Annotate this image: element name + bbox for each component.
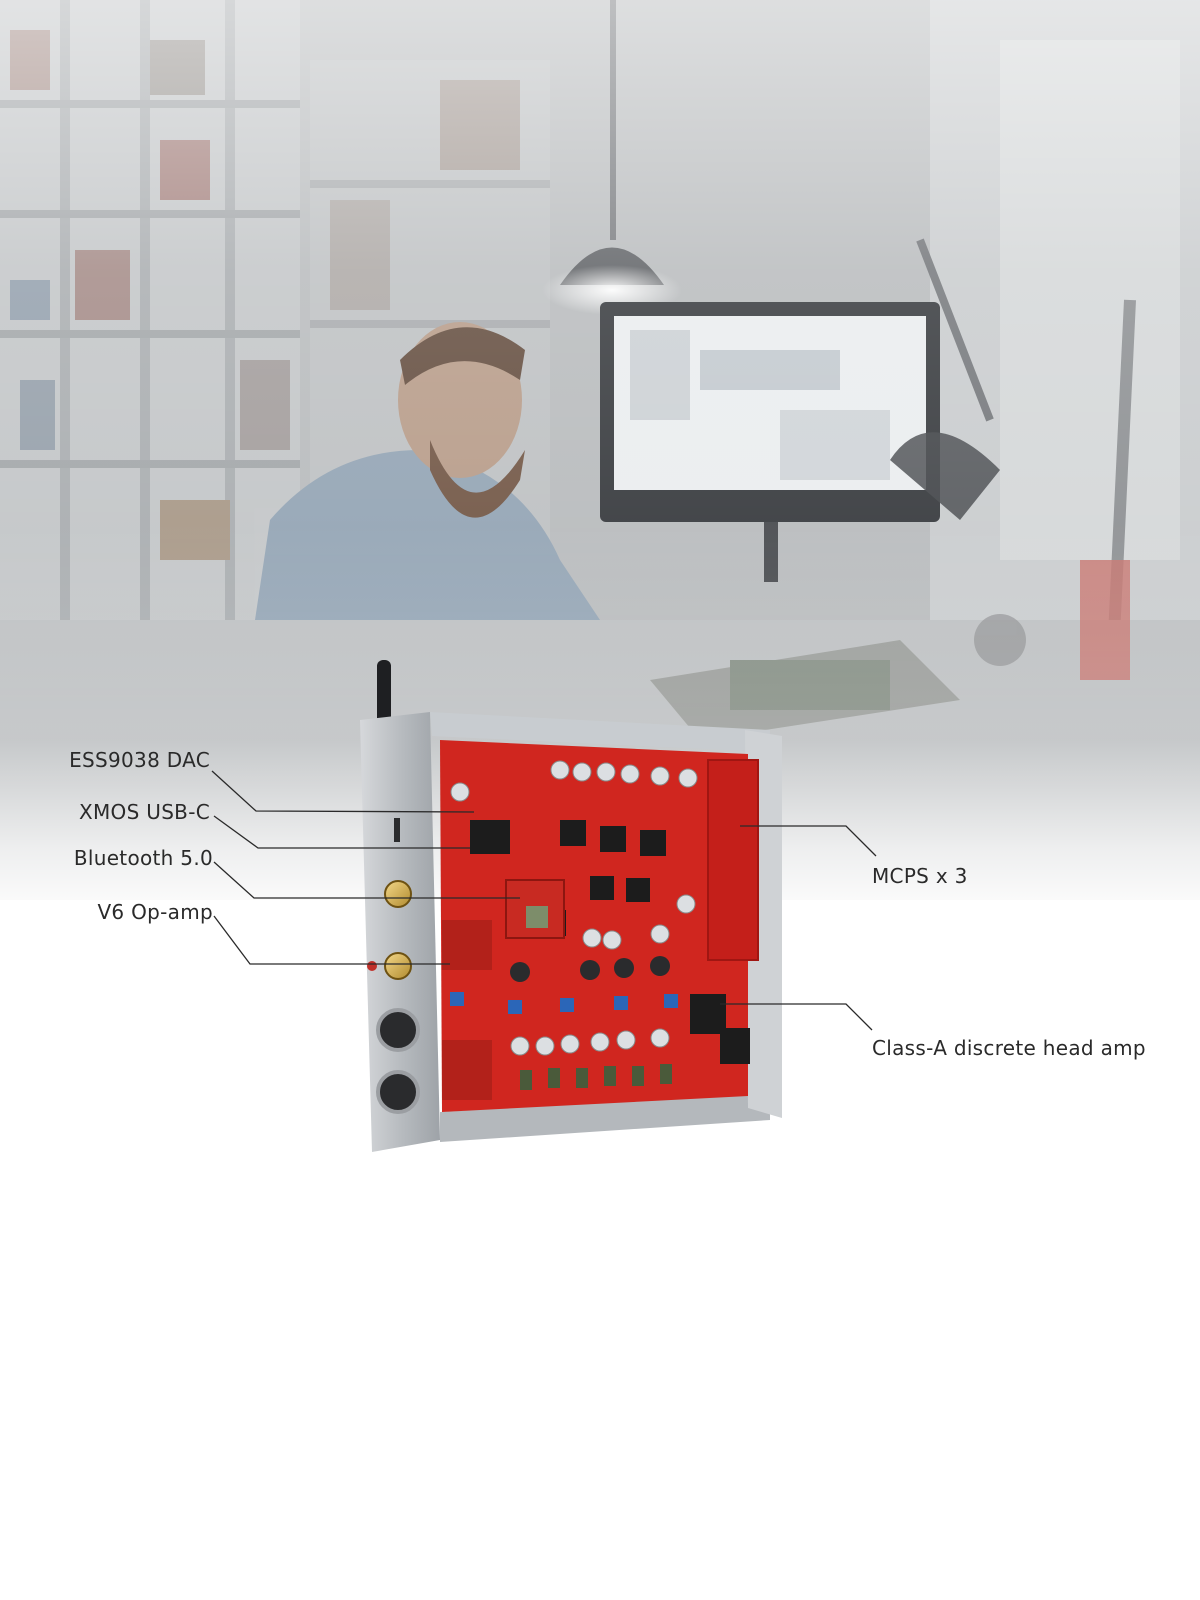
callout-ess9038-dac: ESS9038 DAC: [69, 748, 210, 772]
callout-class-a-head-amp: Class-A discrete head amp: [872, 1036, 1146, 1060]
callout-lines: [211, 770, 877, 1031]
callout-xmos-usb-c: XMOS USB-C: [79, 800, 210, 824]
dac-product-photo: [360, 660, 782, 1152]
callout-mcps: MCPS x 3: [872, 864, 968, 888]
leader-line-ess-dac: [211, 770, 475, 813]
callout-bluetooth: Bluetooth 5.0: [73, 846, 213, 870]
leader-line-mcps: [740, 825, 877, 857]
xlr-connector-top: [376, 1008, 420, 1052]
leader-line-op-amp: [213, 915, 450, 965]
xlr-connector-bottom: [376, 1070, 420, 1114]
leader-line-class-a: [720, 1003, 873, 1031]
leader-line-xmos-usb: [213, 815, 470, 849]
rca-connector: [384, 952, 412, 980]
leader-line-bluetooth: [213, 861, 520, 899]
coax-connector: [384, 880, 412, 908]
callout-op-amp: V6 Op-amp: [97, 900, 213, 924]
